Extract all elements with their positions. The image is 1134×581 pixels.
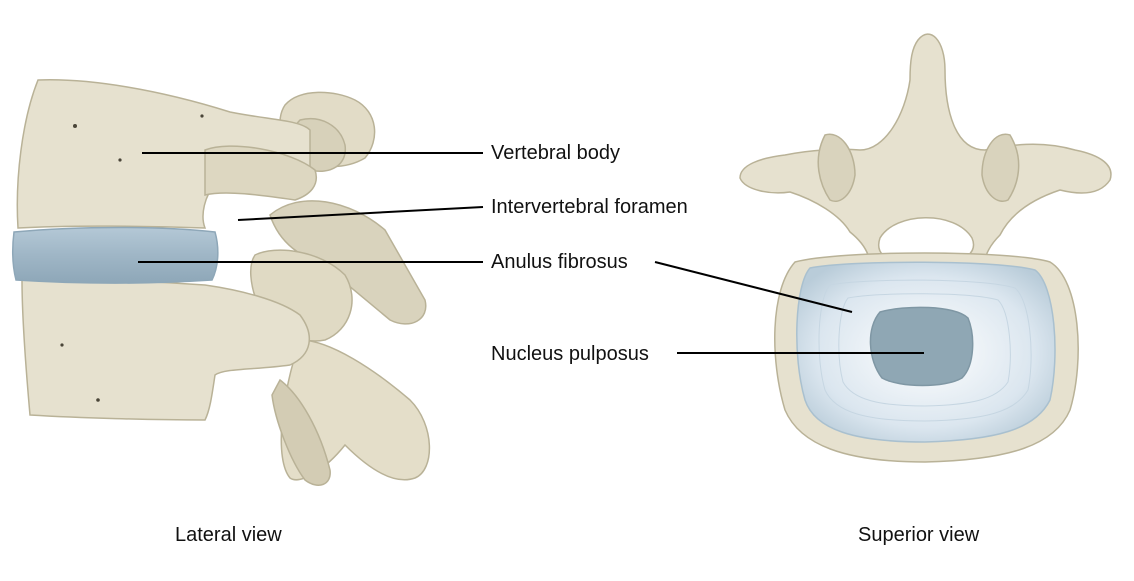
leader-lines — [138, 152, 924, 354]
bone-pore — [60, 343, 64, 347]
bone-pore — [96, 398, 100, 402]
label-vertebral-body: Vertebral body — [491, 142, 620, 164]
lower-vertebral-body — [21, 278, 310, 421]
caption-lateral-view: Lateral view — [175, 524, 282, 546]
superior-articular-right — [981, 133, 1020, 202]
upper-pedicle — [204, 145, 317, 201]
lateral-view-illustration — [11, 79, 431, 486]
label-anulus-fibrosus: Anulus fibrosus — [491, 251, 628, 273]
label-nucleus-pulposus: Nucleus pulposus — [491, 343, 649, 365]
superior-nucleus-pulposus — [869, 306, 974, 387]
label-intervertebral-foramen: Intervertebral foramen — [491, 196, 688, 218]
anulus-ring — [838, 293, 1011, 407]
caption-superior-view: Superior view — [858, 524, 980, 546]
lower-inferior-articular — [271, 378, 331, 486]
leader-line-intervertebral-foramen — [237, 206, 484, 221]
lateral-intervertebral-disc — [11, 226, 219, 284]
superior-articular-left — [817, 133, 856, 202]
anulus-ring — [818, 279, 1032, 422]
superior-view-illustration — [739, 33, 1112, 463]
bone-pore — [73, 124, 77, 128]
bone-pore — [200, 114, 204, 118]
leader-line-anulus-fibrosus-superior — [654, 261, 853, 313]
bone-pore — [118, 158, 122, 162]
